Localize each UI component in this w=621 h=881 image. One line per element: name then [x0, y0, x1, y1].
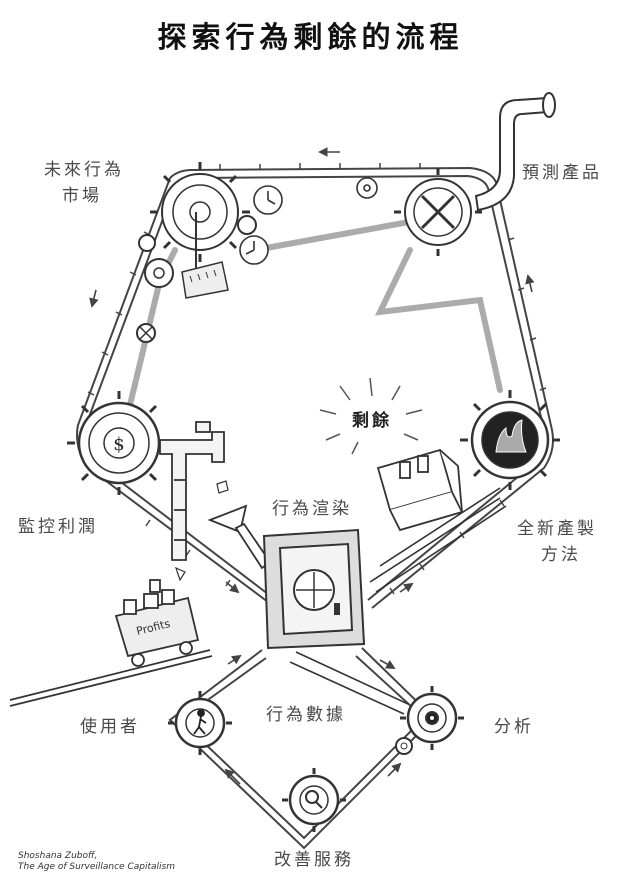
behavior-rendering-label: 行為渲染 [272, 499, 352, 519]
credit-author: Shoshana Zuboff, [18, 851, 98, 861]
dollar-gear: $ [67, 391, 171, 495]
data-conveyor [289, 651, 409, 715]
surplus-burst [319, 377, 423, 455]
dollar-icon: $ [113, 434, 124, 455]
users-label: 使用者 [80, 717, 140, 737]
behavioral-data-label: 行為數據 [266, 705, 346, 725]
new-production-label: 全新產製 方法 [517, 516, 597, 568]
credit-caption: Shoshana Zuboff, The Age of Surveillance… [18, 851, 175, 873]
search-gear [282, 768, 346, 832]
vault-safe [262, 528, 366, 650]
future-market-line2: 市場 [62, 186, 102, 206]
user-gear [168, 691, 232, 755]
market-gear-small [136, 215, 257, 343]
new-production-line2: 方法 [541, 545, 581, 565]
analysis-gear [395, 686, 464, 755]
cog-icon [425, 711, 439, 725]
flow-arrows [89, 147, 535, 785]
monitoring-profit-label: 監控利潤 [18, 517, 98, 537]
page-title: 探索行為剩餘的流程 [157, 20, 464, 54]
market-gear-large [150, 162, 250, 296]
prediction-products-label: 預測產品 [522, 163, 602, 183]
falling-documents [175, 480, 229, 582]
gauge-scale [181, 261, 229, 299]
improve-services-label: 改善服務 [274, 850, 354, 870]
magnifier-icon [305, 790, 323, 809]
profit-cart [9, 579, 213, 707]
clock-icons [239, 177, 378, 265]
surplus-label: 剩餘 [352, 411, 392, 431]
future-market-label: 未來行為 市場 [44, 157, 124, 209]
walking-person-icon [193, 709, 207, 735]
output-pipe [474, 92, 556, 212]
faucet-pipe [159, 421, 225, 561]
new-production-line1: 全新產製 [517, 519, 597, 539]
funnel [207, 504, 272, 570]
analysis-label: 分析 [494, 717, 534, 737]
sorting-machine [376, 448, 464, 532]
credit-book: The Age of Surveillance Capitalism [18, 862, 175, 872]
belt-spikes [87, 163, 547, 595]
vault-conveyor [369, 487, 507, 593]
future-market-line1: 未來行為 [44, 160, 124, 180]
fire-gear [460, 390, 560, 490]
prediction-gear [394, 168, 482, 256]
